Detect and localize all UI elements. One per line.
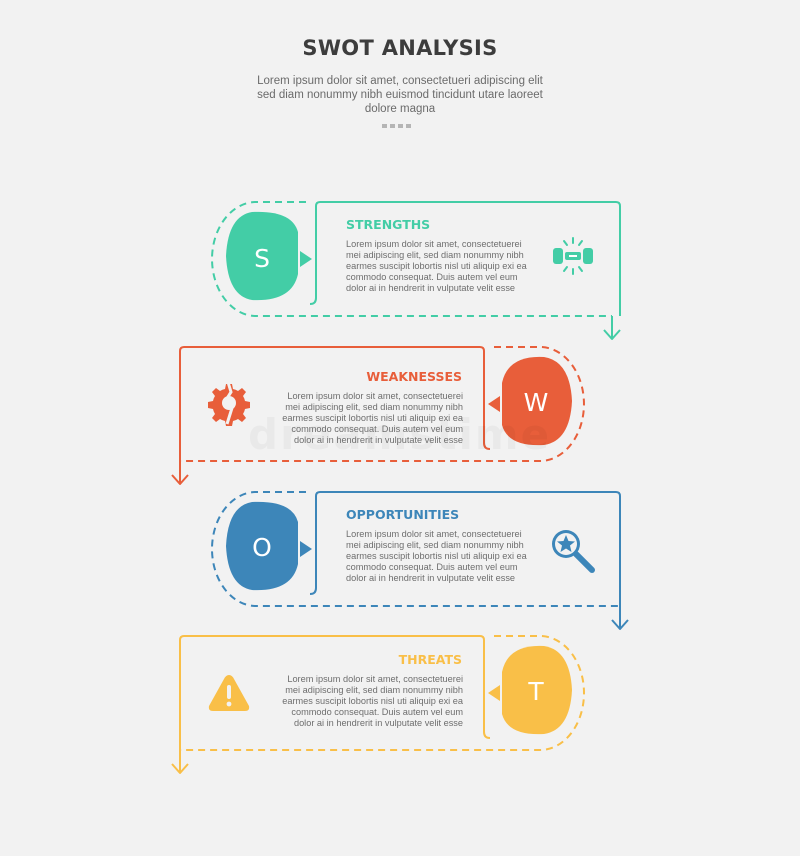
opportunities-letter: O (252, 533, 272, 562)
strengths-pointer (300, 251, 312, 267)
weaknesses-letter: W (523, 388, 549, 417)
opportunities-description: Lorem ipsum dolor sit amet, consectetuer… (346, 529, 527, 584)
opportunities-frame (211, 491, 629, 630)
page-title: SWOT ANALYSIS (302, 36, 498, 60)
broken-gear-icon (208, 381, 250, 426)
strengths-frame (211, 201, 621, 340)
page-subtitle: Lorem ipsum dolor sit amet, consectetuer… (257, 75, 543, 115)
warning-icon (208, 675, 250, 711)
weaknesses-frame (171, 346, 585, 485)
opportunities-pointer (300, 541, 312, 557)
opportunities-blob (226, 501, 298, 591)
weaknesses-blob (502, 356, 572, 446)
threats-title: THREATS (398, 652, 462, 667)
dumbbell-icon (553, 237, 593, 275)
strengths-title: STRENGTHS (346, 217, 431, 232)
threats-pointer (488, 685, 500, 701)
weaknesses-description: Lorem ipsum dolor sit amet, consectetuer… (282, 391, 463, 446)
weaknesses-pointer (488, 396, 500, 412)
strengths-blob (226, 211, 298, 301)
strengths-description: Lorem ipsum dolor sit amet, consectetuer… (346, 239, 527, 294)
strengths-letter: S (254, 244, 270, 273)
weaknesses-title: WEAKNESSES (366, 369, 462, 384)
opportunities-title: OPPORTUNITIES (346, 507, 460, 522)
star-search-icon (552, 530, 595, 573)
threats-frame (171, 635, 585, 774)
threats-letter: T (528, 677, 544, 706)
title-divider-dots (382, 124, 411, 128)
threats-blob (502, 645, 572, 735)
threats-description: Lorem ipsum dolor sit amet, consectetuer… (282, 674, 463, 729)
